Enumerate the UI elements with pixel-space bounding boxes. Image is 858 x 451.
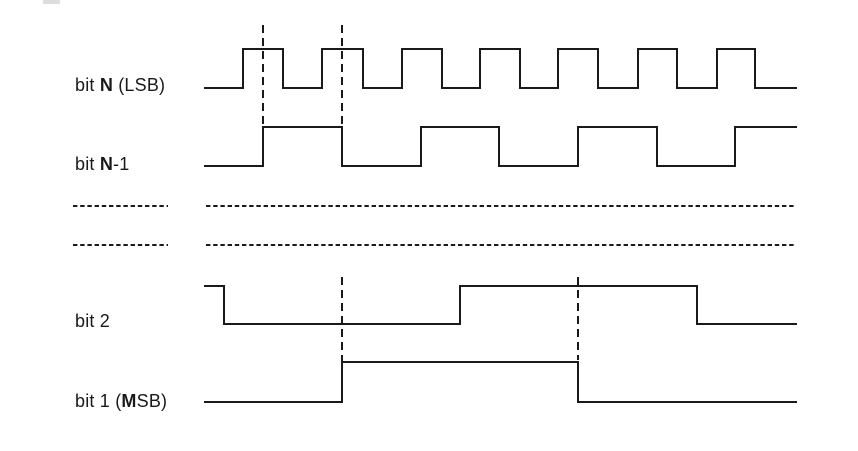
label-bit-n-lsb: bit N (LSB) bbox=[75, 75, 166, 96]
label-text: bit bbox=[75, 154, 100, 175]
label-text-bold: N bbox=[99, 154, 114, 175]
waveform-bit-2 bbox=[204, 285, 797, 325]
label-text: bit 1 ( bbox=[75, 391, 122, 412]
corner-scan-artifact bbox=[43, 0, 60, 4]
label-text: SB) bbox=[136, 391, 168, 412]
label-bit-2: bit 2 bbox=[75, 311, 111, 332]
label-text: -1 bbox=[113, 154, 130, 175]
label-bit-n-minus-1: bit N-1 bbox=[75, 154, 130, 175]
label-text-bold: M bbox=[121, 391, 137, 412]
label-bit-1-msb: bit 1 (MSB) bbox=[75, 391, 168, 412]
waveform-bit-n-minus-1 bbox=[204, 126, 797, 167]
waveform-bit-n-lsb bbox=[204, 48, 797, 89]
label-text-bold: N bbox=[99, 75, 114, 96]
label-text: bit 2 bbox=[75, 311, 111, 332]
label-text: bit bbox=[75, 75, 100, 96]
waveform-bit-1-msb bbox=[204, 361, 797, 403]
label-text: (LSB) bbox=[113, 75, 166, 96]
